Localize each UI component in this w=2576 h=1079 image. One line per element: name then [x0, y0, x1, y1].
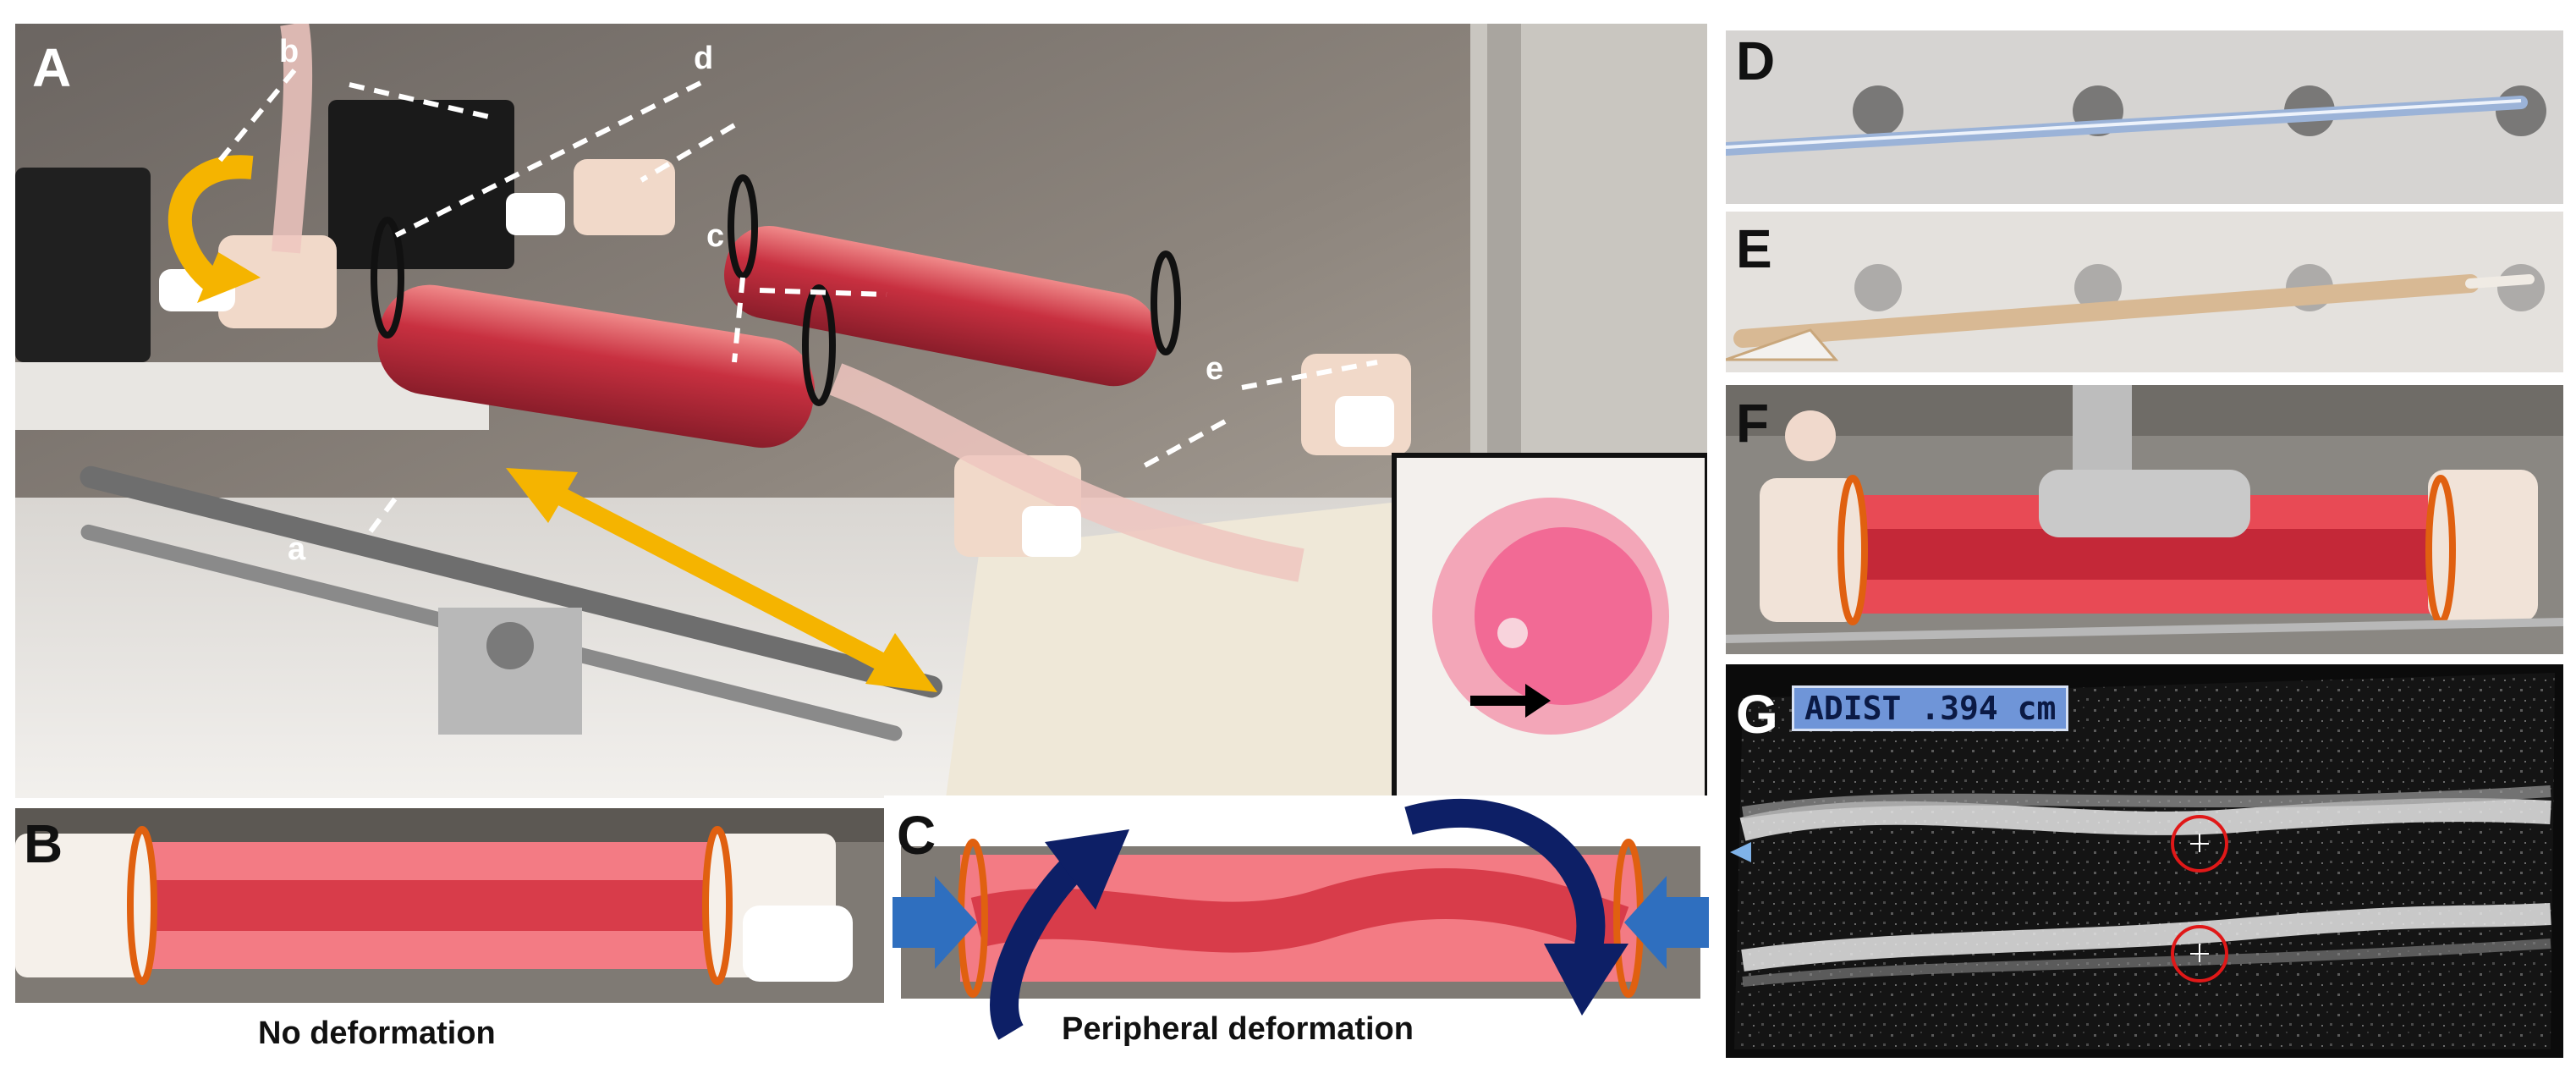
vessel-no-deformation-photo [15, 808, 895, 1003]
catheter-photo-d [1726, 30, 2563, 204]
panel-c-letter: C [897, 805, 936, 866]
panel-f-letter: F [1736, 393, 1770, 454]
label-c: c [706, 218, 725, 254]
panel-g-letter: G [1736, 684, 1778, 745]
panel-b-letter: B [24, 813, 63, 874]
vessel-peripheral-deformation-photo [884, 795, 1717, 1049]
panel-d-photo [1726, 30, 2563, 204]
panel-b-photo [15, 808, 895, 1003]
panel-b-caption: No deformation [258, 1016, 496, 1051]
panel-c-photo [884, 795, 1717, 1049]
label-d: d [694, 41, 714, 76]
coated-catheter-photo-e [1726, 212, 2563, 372]
label-a: a [288, 531, 306, 567]
panel-d-letter: D [1736, 30, 1776, 91]
panel-a-letter: A [32, 37, 72, 98]
label-e: e [1206, 351, 1224, 387]
vessel-ultrasound-setup-photo [1726, 385, 2563, 654]
label-b: b [279, 34, 299, 69]
bioreactor-photo [15, 24, 1707, 798]
panel-g-ultrasound [1726, 664, 2563, 1058]
panel-f-photo [1726, 385, 2563, 654]
distance-readout: ADIST .394 cm [1792, 685, 2069, 731]
ultrasound-image [1726, 664, 2563, 1058]
panel-e-letter: E [1736, 218, 1772, 279]
panel-e-photo [1726, 212, 2563, 372]
panel-c-caption: Peripheral deformation [1062, 1011, 1414, 1047]
panel-a-photo [15, 24, 1707, 798]
